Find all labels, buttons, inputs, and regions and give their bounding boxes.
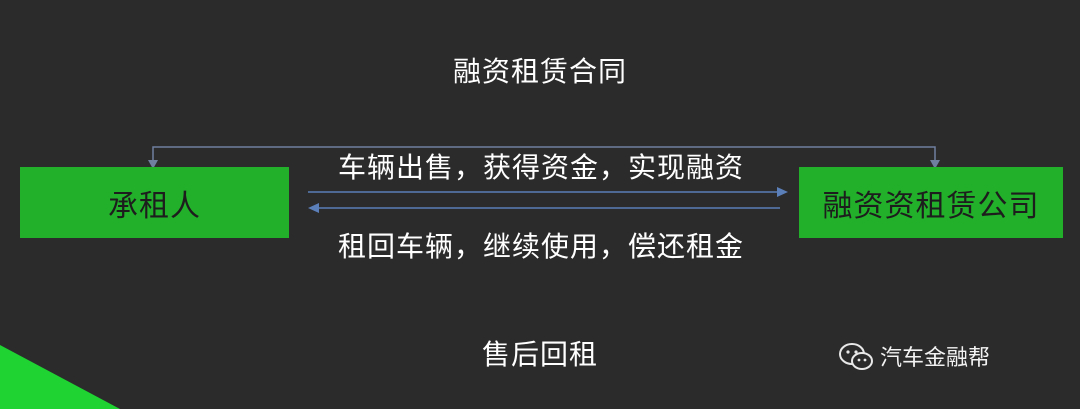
wechat-icon (839, 343, 873, 370)
contract-bracket-left-arrowhead (148, 160, 158, 169)
corner-accent (0, 345, 120, 409)
contract-bracket-right-arrowhead (930, 160, 940, 169)
arrow-to-right-head (777, 187, 788, 197)
sale-flow-label: 车辆出售，获得资金，实现融资 (338, 151, 745, 184)
arrow-to-left-head (308, 203, 319, 213)
leasing-company-box: 融资资租赁公司 (799, 167, 1063, 238)
leasing-company-label: 融资资租赁公司 (822, 188, 1040, 224)
lessee-box: 承租人 (20, 167, 289, 238)
contract-bracket (152, 146, 936, 167)
diagram-footer: 售后回租 (481, 338, 598, 371)
leaseback-flow-label: 租回车辆，继续使用，偿还租金 (338, 230, 745, 263)
lessee-label: 承租人 (108, 188, 201, 224)
diagram-title: 融资租赁合同 (452, 55, 627, 88)
watermark-text: 汽车金融帮 (880, 346, 991, 371)
